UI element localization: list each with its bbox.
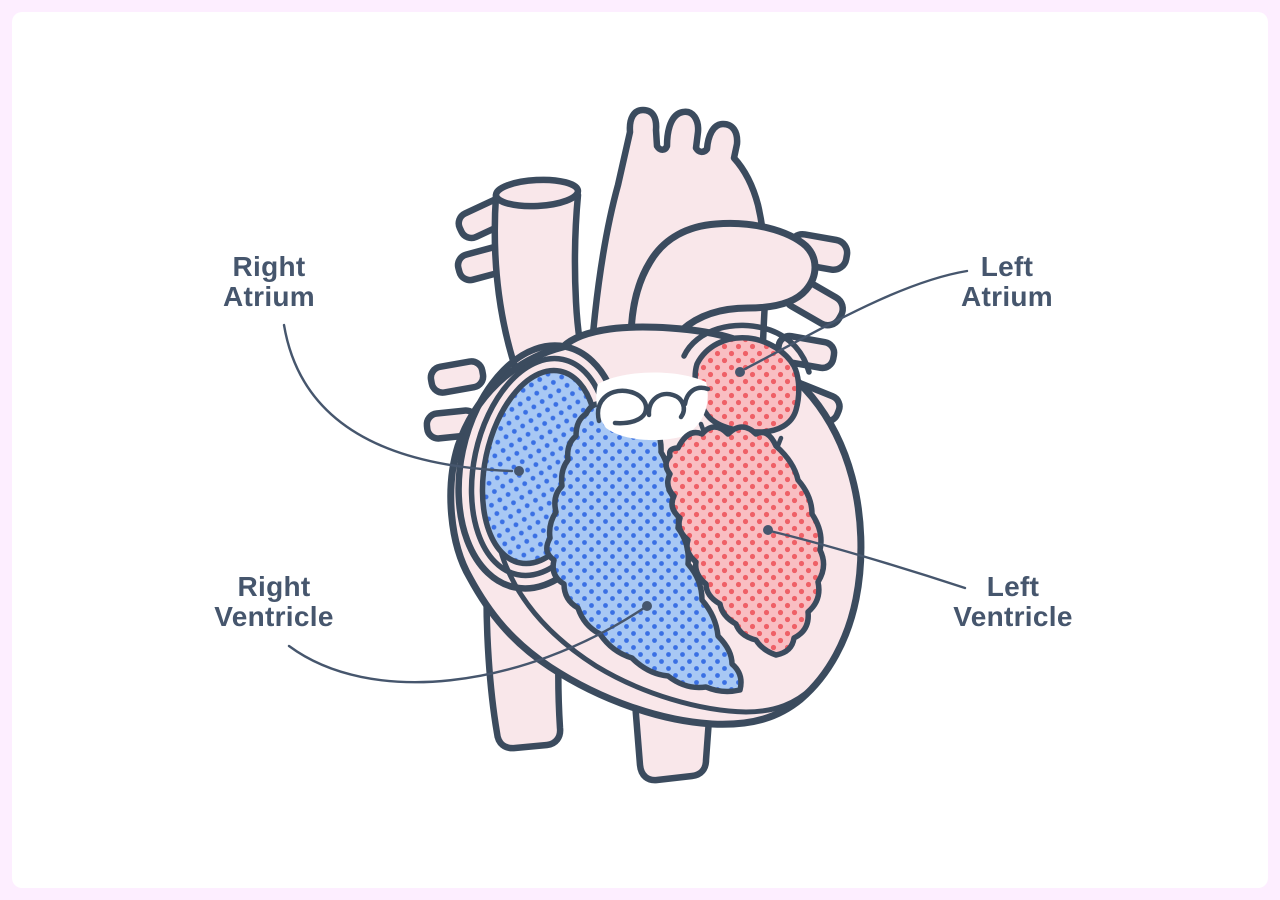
left-ventricle-region [663,424,827,658]
label-left-atrium: Left Atrium [897,252,1117,312]
pulmonary-valve-cusp-2 [646,391,686,420]
label-left-atrium-line1: Left [980,251,1034,282]
left-atrium-region [681,322,812,435]
leader-dot-left-ventricle [763,525,773,535]
pulmonary-valve-cusp-1 [595,388,649,426]
leader-dot-right-atrium [514,466,524,476]
leader-left-atrium [743,269,969,371]
leader-right-atrium [282,323,514,473]
label-left-ventricle: Left Ventricle [903,572,1123,632]
label-left-ventricle-line2: Ventricle [953,601,1073,632]
left-vessel-stub-3 [427,358,487,396]
superior-vena-cava-opening [492,176,582,210]
leader-right-ventricle [287,606,646,684]
aortic-valve-cusp [682,385,711,407]
left-ventricle-chamber [663,424,827,658]
label-left-ventricle-line1: Left [986,571,1040,602]
left-atrium-chamber [692,335,802,435]
leader-dot-left-atrium [735,367,745,377]
leader-lines [282,269,969,684]
label-right-ventricle: Right Ventricle [164,572,384,632]
label-right-atrium: Right Atrium [159,252,379,312]
label-right-atrium-line2: Atrium [222,281,316,312]
label-right-ventricle-line1: Right [237,571,311,602]
label-right-atrium-line1: Right [232,251,306,282]
label-right-ventricle-line2: Ventricle [214,601,334,632]
label-left-atrium-line2: Atrium [960,281,1054,312]
left-atrium-outer-wall [681,322,812,375]
leader-left-ventricle [768,529,967,590]
leader-dot-right-ventricle [642,601,652,611]
